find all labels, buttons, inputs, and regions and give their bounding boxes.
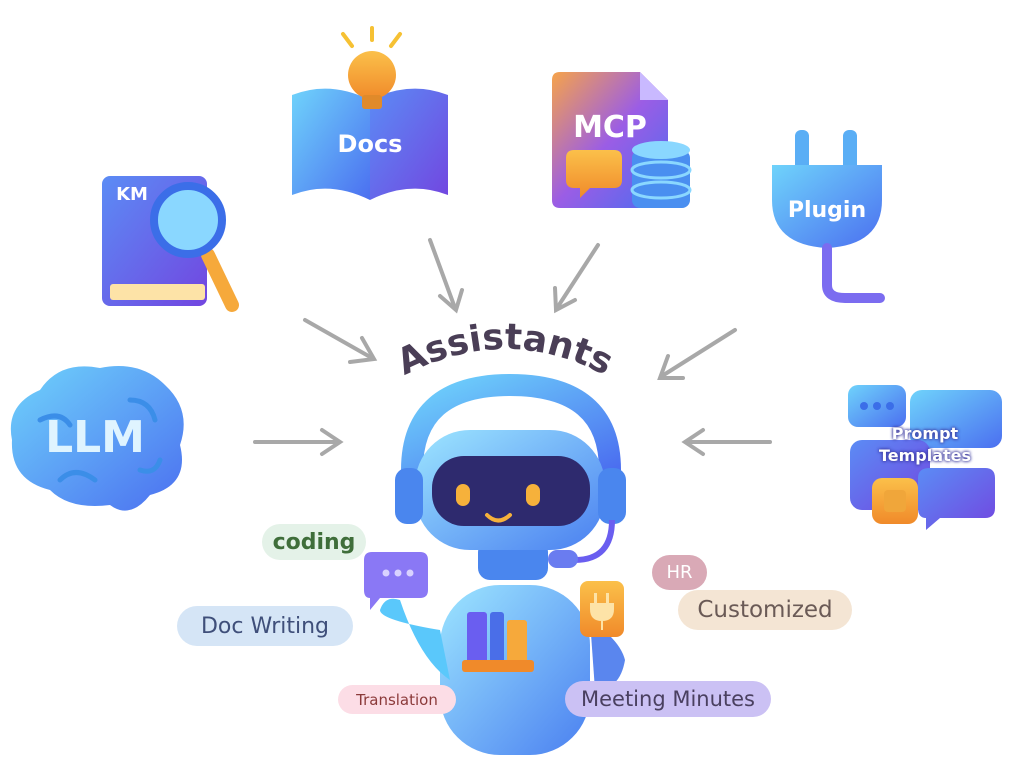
assistants-title: Assistants	[391, 317, 620, 384]
bookshelf-icon	[462, 612, 534, 672]
plugin-icon	[772, 130, 885, 303]
arrows	[253, 238, 772, 456]
docs-label: Docs	[337, 130, 403, 158]
docs-book-icon	[292, 26, 448, 200]
prompt-templates-line2: Templates	[878, 446, 972, 465]
plug-badge-icon	[580, 581, 624, 637]
tag-doc-writing: Doc Writing	[177, 606, 353, 646]
mcp-label: MCP	[573, 110, 647, 145]
arrow-prompt	[681, 428, 772, 456]
mcp-document-icon	[552, 72, 692, 208]
arrow-plugin	[657, 328, 737, 380]
llm-label: LLM	[45, 412, 145, 463]
prompt-templates-label: Prompt Templates	[860, 423, 990, 467]
tag-hr: HR	[652, 555, 707, 590]
llm-brain-icon	[10, 366, 184, 511]
km-book-icon	[102, 176, 239, 312]
km-label: KM	[116, 184, 148, 205]
tag-translation: Translation	[338, 685, 456, 714]
tag-customized: Customized	[678, 590, 852, 630]
prompt-templates-line1: Prompt	[891, 424, 959, 443]
plugin-label: Plugin	[787, 198, 867, 223]
prompt-templates-icon	[848, 385, 1002, 530]
chat-bubble-icon	[364, 552, 428, 610]
arrow-km	[303, 318, 378, 364]
tag-meeting-minutes: Meeting Minutes	[565, 681, 771, 717]
arrow-llm	[253, 428, 344, 456]
tag-coding: coding	[262, 524, 366, 560]
robot-assistant-illustration	[364, 373, 626, 755]
arrow-docs	[428, 238, 464, 314]
database-icon	[630, 141, 692, 208]
arrow-mcp	[553, 243, 600, 314]
